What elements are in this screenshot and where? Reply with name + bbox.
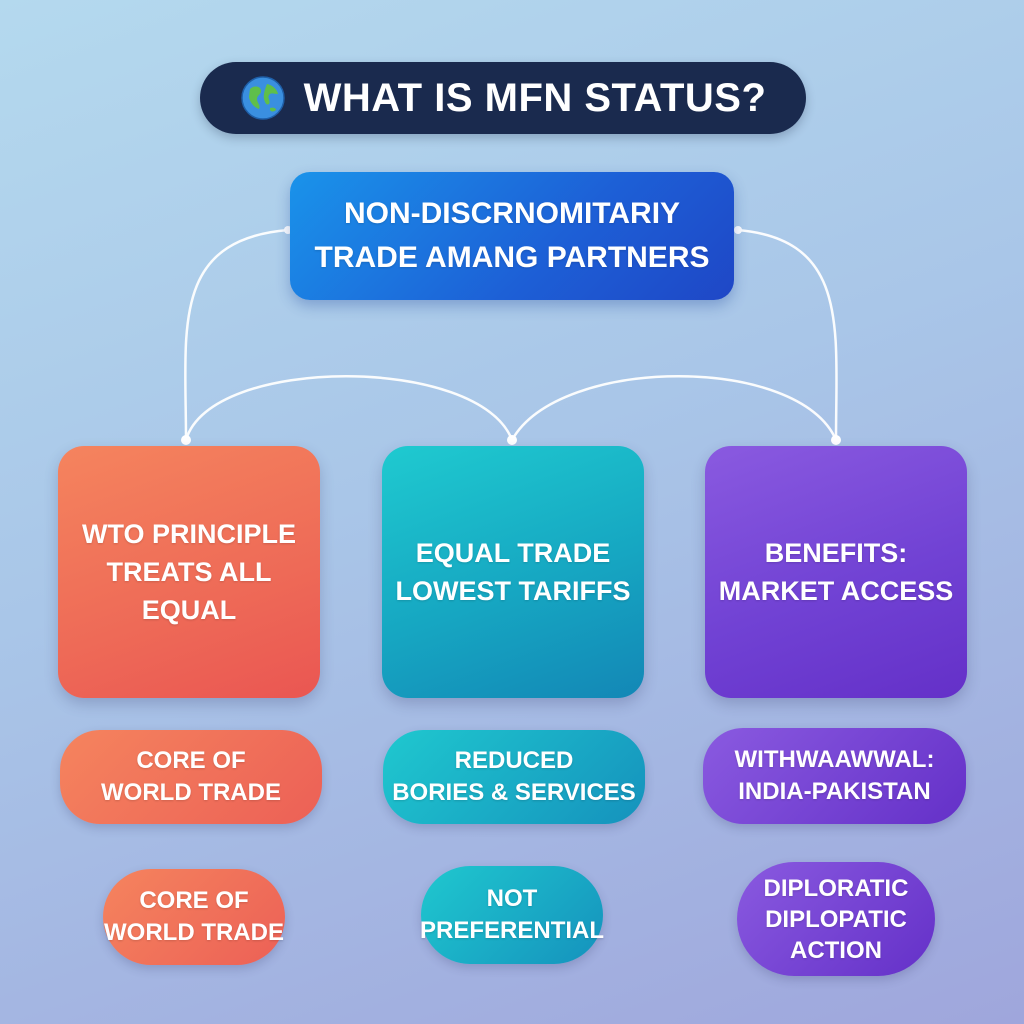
pill-reduced-services: REDUCED BORIES & SERVICES [383, 730, 645, 824]
page-title: WHAT IS MFN STATUS? [303, 75, 767, 120]
connector-arc-right [510, 375, 838, 441]
card-equal-trade: EQUAL TRADE LOWEST TARIFFS [382, 446, 644, 698]
pill-not-preferential: NOT PREFERENTIAL [420, 866, 604, 964]
connector-dot [734, 226, 742, 234]
card-wto-principle: WTO PRINCIPLE TREATS ALL EQUAL [58, 446, 320, 698]
globe-icon [240, 76, 285, 120]
pill-withdrawal-india-pakistan: WITHWAAWWAL: INDIA-PAKISTAN [703, 728, 966, 824]
connector-arc-left [184, 375, 514, 441]
pill-core-of-world-trade-2: CORE OF WORLD TRADE [103, 869, 285, 965]
connector-dot [181, 435, 191, 445]
central-concept-box: NON-DISCRNOMITARIY TRADE AMANG PARTNERS [290, 172, 734, 300]
pill-diplomatic-action: DIPLORATIC DIPLOPATIC ACTION [737, 862, 935, 976]
connector-dot [507, 435, 517, 445]
connector-right [737, 228, 838, 441]
pill-core-of-world-trade: CORE OF WORLD TRADE [60, 730, 322, 824]
title-banner: WHAT IS MFN STATUS? [200, 62, 806, 134]
connector-dot [831, 435, 841, 445]
connector-left [184, 228, 289, 441]
card-benefits: BENEFITS: MARKET ACCESS [705, 446, 967, 698]
